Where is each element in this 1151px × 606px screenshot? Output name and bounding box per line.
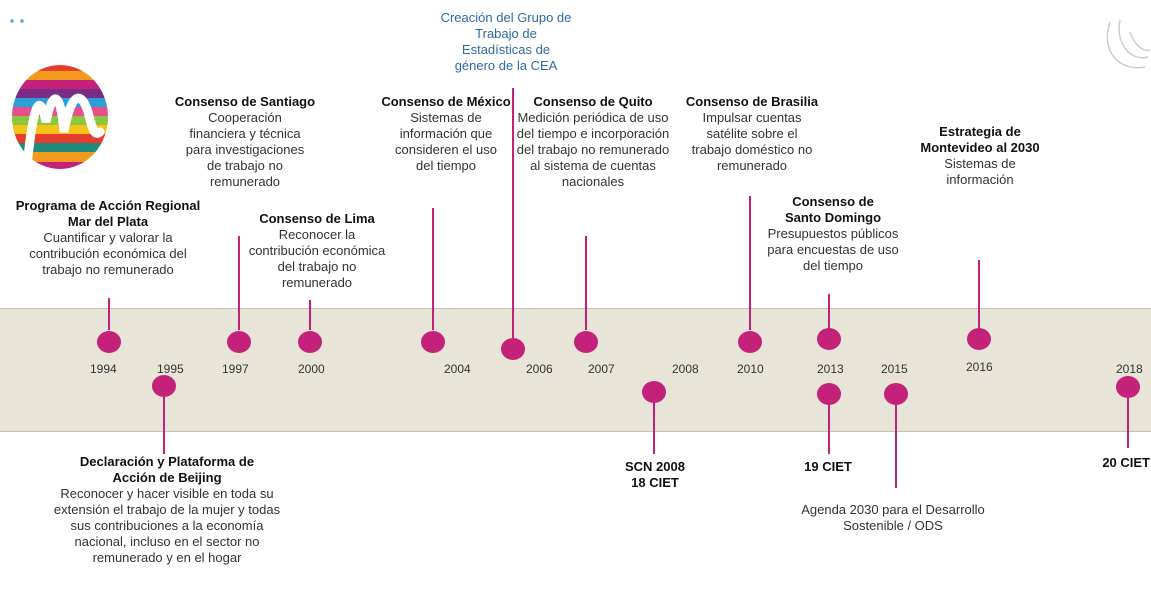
stem-1995	[163, 396, 165, 454]
event-scn-2008: SCN 2008 18 CIET	[610, 459, 700, 491]
event-title: Consenso de Brasilia	[685, 94, 819, 109]
scn-line-2: 18 CIET	[631, 475, 679, 490]
dot-1997	[227, 331, 251, 353]
timeline-band	[0, 308, 1151, 432]
year-2000: 2000	[298, 362, 325, 376]
event-desc: Medición periódica de uso del tiempo e i…	[516, 110, 670, 189]
stem-1997	[238, 236, 240, 330]
year-2013: 2013	[817, 362, 844, 376]
stem-2006	[512, 88, 514, 338]
event-title: Estrategia de Montevideo al 2030	[920, 124, 1040, 155]
event-santo-domingo: Consenso de Santo Domingo Presupuestos p…	[758, 194, 908, 274]
logo-icon	[10, 62, 110, 172]
event-desc: Reconocer la contribución económica del …	[248, 227, 386, 290]
event-montevideo: Estrategia de Montevideo al 2030 Sistema…	[902, 124, 1058, 188]
event-title: Consenso de Santiago	[174, 94, 316, 109]
stem-2013-up	[828, 294, 830, 330]
dot-2004	[421, 331, 445, 353]
year-2015: 2015	[881, 362, 908, 376]
stem-2008	[653, 400, 655, 454]
event-lima: Consenso de Lima Reconocer la contribuci…	[248, 211, 386, 291]
event-desc: Sistemas de información	[944, 156, 1016, 187]
stem-2015	[895, 400, 897, 488]
event-cea: Creación del Grupo de Trabajo de Estadís…	[440, 10, 572, 73]
dots-icon	[8, 12, 28, 30]
year-1997: 1997	[222, 362, 249, 376]
event-desc: Reconocer y hacer visible en toda su ext…	[53, 486, 281, 565]
stem-2000	[309, 300, 311, 330]
dot-2018	[1116, 376, 1140, 398]
swirl-icon	[1090, 12, 1151, 92]
dot-2015	[884, 383, 908, 405]
event-title: Declaración y Plataforma de Acción de Be…	[79, 454, 255, 485]
scn-line-1: SCN 2008	[625, 459, 685, 474]
event-desc: Presupuestos públicos para encuestas de …	[767, 226, 899, 273]
dot-2016	[967, 328, 991, 350]
event-quito: Consenso de Quito Medición periódica de …	[514, 94, 672, 190]
event-title: Consenso de Santo Domingo	[784, 194, 882, 225]
dot-2000	[298, 331, 322, 353]
event-desc: Sistemas de información que consideren e…	[395, 110, 497, 173]
event-19-ciet: 19 CIET	[804, 459, 852, 474]
dot-2008	[642, 381, 666, 403]
stem-1994	[108, 298, 110, 330]
year-1994: 1994	[90, 362, 117, 376]
event-title: Consenso de Quito	[533, 94, 653, 109]
event-mar-del-plata: Programa de Acción Regional Mar del Plat…	[8, 198, 208, 278]
event-beijing: Declaración y Plataforma de Acción de Be…	[52, 454, 282, 566]
event-brasilia: Consenso de Brasilia Impulsar cuentas sa…	[678, 94, 826, 174]
dot-2006	[501, 338, 525, 360]
year-2010: 2010	[737, 362, 764, 376]
stem-2016	[978, 260, 980, 328]
dot-2007	[574, 331, 598, 353]
event-santiago: Consenso de Santiago Cooperación financi…	[170, 94, 320, 190]
event-title: Consenso de México	[381, 94, 511, 109]
stem-2013-down	[828, 400, 830, 454]
event-mexico: Consenso de México Sistemas de informaci…	[372, 94, 520, 174]
year-2004: 2004	[444, 362, 471, 376]
year-2016: 2016	[966, 360, 993, 374]
dot-2013-up	[817, 328, 841, 350]
dot-2010	[738, 331, 762, 353]
event-desc: Cooperación financiera y técnica para in…	[185, 110, 305, 189]
year-2006: 2006	[526, 362, 553, 376]
event-20-ciet: 20 CIET	[1102, 455, 1150, 470]
year-2008: 2008	[672, 362, 699, 376]
year-2018: 2018	[1116, 362, 1143, 376]
dot-1994	[97, 331, 121, 353]
stem-2018	[1127, 396, 1129, 448]
stem-2010	[749, 196, 751, 330]
event-title: Programa de Acción Regional Mar del Plat…	[15, 198, 201, 229]
event-title: Consenso de Lima	[259, 211, 375, 226]
year-2007: 2007	[588, 362, 615, 376]
year-1995: 1995	[157, 362, 184, 376]
event-agenda-2030: Agenda 2030 para el Desarrollo Sostenibl…	[801, 502, 985, 533]
dot-1995	[152, 375, 176, 397]
event-desc: Cuantificar y valorar la contribución ec…	[29, 230, 187, 277]
stem-2007	[585, 236, 587, 330]
event-desc: Impulsar cuentas satélite sobre el traba…	[691, 110, 813, 173]
dot-2013-down	[817, 383, 841, 405]
stem-2004	[432, 208, 434, 330]
